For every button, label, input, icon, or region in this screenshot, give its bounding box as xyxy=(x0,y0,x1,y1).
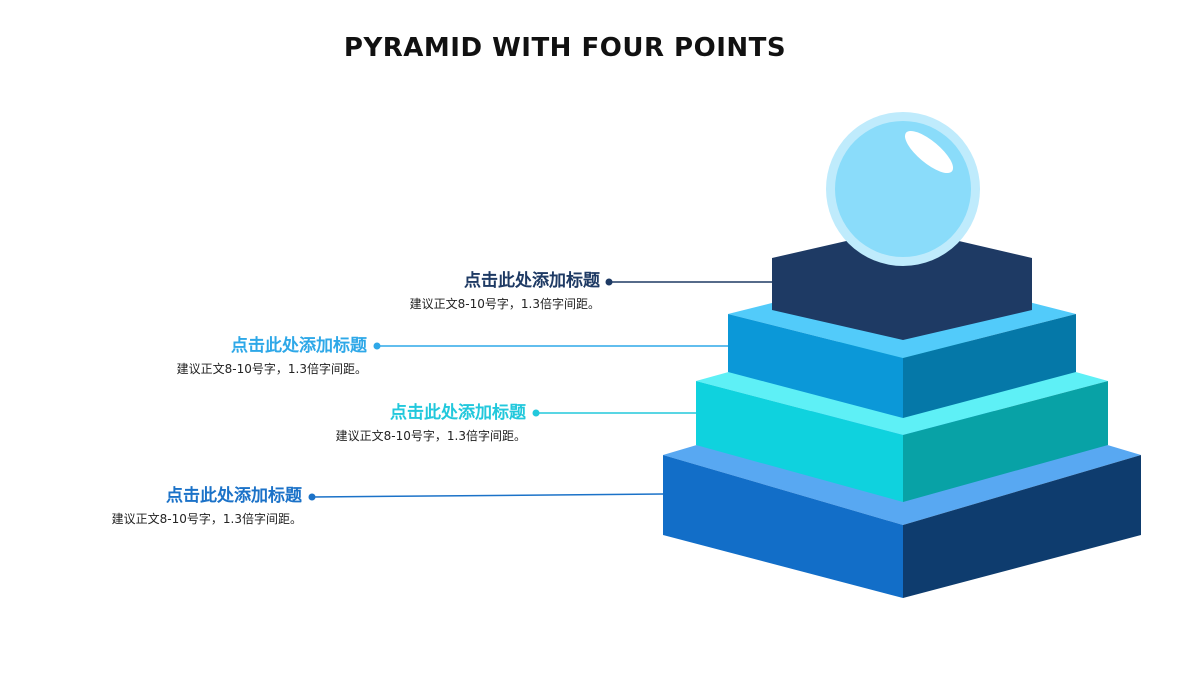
point-4: 点击此处添加标题 建议正文8-10号字，1.3倍字间距。 xyxy=(112,485,302,527)
point-1-desc[interactable]: 建议正文8-10号字，1.3倍字间距。 xyxy=(409,297,600,311)
point-3-desc[interactable]: 建议正文8-10号字，1.3倍字间距。 xyxy=(335,429,526,443)
point-3: 点击此处添加标题 建议正文8-10号字，1.3倍字间距。 xyxy=(336,402,526,444)
tier-3-front-face xyxy=(696,381,903,502)
tier-3-side-face xyxy=(903,381,1108,502)
connector-dot-1 xyxy=(605,278,613,286)
sphere-icon xyxy=(826,112,980,266)
connector-dot-4 xyxy=(308,493,316,501)
tier-4-side-face xyxy=(903,455,1141,598)
pyramid-tier-1 xyxy=(772,228,1032,340)
connector-dot-3 xyxy=(532,409,540,417)
point-3-title[interactable]: 点击此处添加标题 xyxy=(390,403,526,423)
point-1-title[interactable]: 点击此处添加标题 xyxy=(464,271,600,291)
point-2-title[interactable]: 点击此处添加标题 xyxy=(231,336,367,356)
point-4-title[interactable]: 点击此处添加标题 xyxy=(166,486,302,506)
point-2-desc[interactable]: 建议正文8-10号字，1.3倍字间距。 xyxy=(176,362,367,376)
point-4-desc[interactable]: 建议正文8-10号字，1.3倍字间距。 xyxy=(111,512,302,526)
connector-dot-2 xyxy=(373,342,381,350)
tier-2-front-face xyxy=(728,314,903,418)
tier-4-front-face xyxy=(663,455,903,598)
point-1: 点击此处添加标题 建议正文8-10号字，1.3倍字间距。 xyxy=(410,270,600,312)
tier-2-side-face xyxy=(903,314,1076,418)
tier-1-top-face xyxy=(772,228,1032,340)
page-title: PYRAMID WITH FOUR POINTS xyxy=(343,33,787,63)
point-2: 点击此处添加标题 建议正文8-10号字，1.3倍字间距。 xyxy=(177,335,367,377)
connector-line-4 xyxy=(311,493,664,498)
